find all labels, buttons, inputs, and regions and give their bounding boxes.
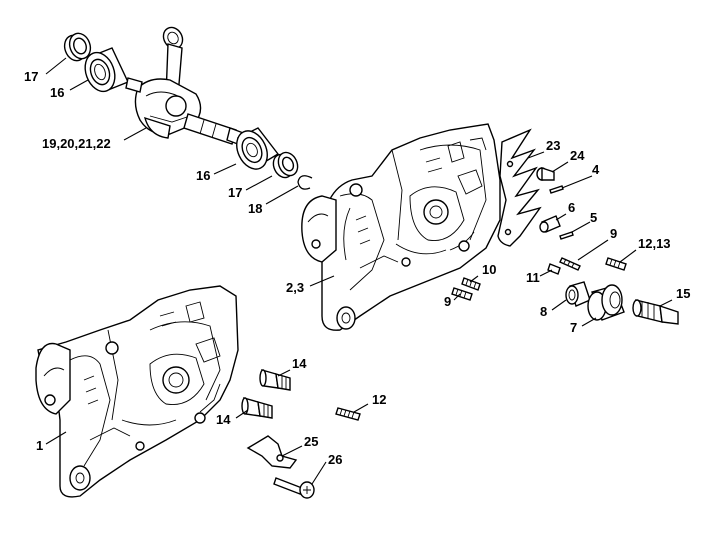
callout-4: 4 [592,162,600,177]
callout-11: 11 [526,270,540,285]
callout-16-lower: 16 [196,168,210,183]
callout-15: 15 [676,286,690,301]
callout-2-3: 2,3 [286,280,304,295]
stud-part-9-right [559,257,581,271]
ball-bearing-part-16-top [84,47,129,93]
oil-seal-part-17-lower [272,151,299,179]
leader-lines [45,57,673,485]
callout-12-lower: 12 [372,392,386,407]
callout-16-top: 16 [50,85,64,100]
callout-12-13: 12,13 [638,236,671,251]
crankcase-right-half [301,123,501,331]
crankshaft-assembly [125,26,247,147]
callout-1: 1 [36,438,43,453]
callout-17-lower: 17 [228,185,242,200]
callout-9-left: 9 [444,294,451,309]
screw-part-24 [536,167,555,181]
pin-part-5 [559,231,574,240]
callout-14-lower: 14 [216,412,231,427]
oil-seal-part-17-top [63,32,92,62]
stud-bolt-part-15 [632,299,679,325]
stud-part-10 [461,277,481,291]
callout-19-20-21-22: 19,20,21,22 [42,136,111,151]
callout-25: 25 [304,434,318,449]
callout-17-top: 17 [24,69,38,84]
circlip-part-18 [297,175,313,190]
callout-10: 10 [482,262,496,277]
sleeve-part-6 [539,215,561,233]
callout-7: 7 [570,320,577,335]
pin-part-12-lower [335,407,361,421]
bushing-part-7 [587,284,625,321]
crankcase-left-half [35,285,239,498]
callout-8: 8 [540,304,547,319]
callout-5: 5 [590,210,597,225]
stud-part-11 [547,263,561,275]
callout-6: 6 [568,200,575,215]
stud-part-9-left [451,287,473,301]
callout-18: 18 [248,201,262,216]
pin-part-4 [549,185,564,194]
callout-23: 23 [546,138,560,153]
ball-bearing-part-16-lower [236,127,280,170]
callout-24: 24 [570,148,585,163]
stud-bolt-part-14-lower [241,397,273,419]
sleeve-part-8 [565,281,591,307]
callout-26: 26 [328,452,342,467]
screw-part-26 [273,477,315,499]
bumper-spike-part-23 [497,128,542,247]
callout-14-upper: 14 [292,356,307,371]
callout-labels: 17 16 19,20,21,22 16 17 18 23 24 4 6 5 9… [24,69,690,467]
stud-bolt-part-14-upper [259,369,291,391]
plate-part-25 [246,435,298,469]
callout-9-right: 9 [610,226,617,241]
